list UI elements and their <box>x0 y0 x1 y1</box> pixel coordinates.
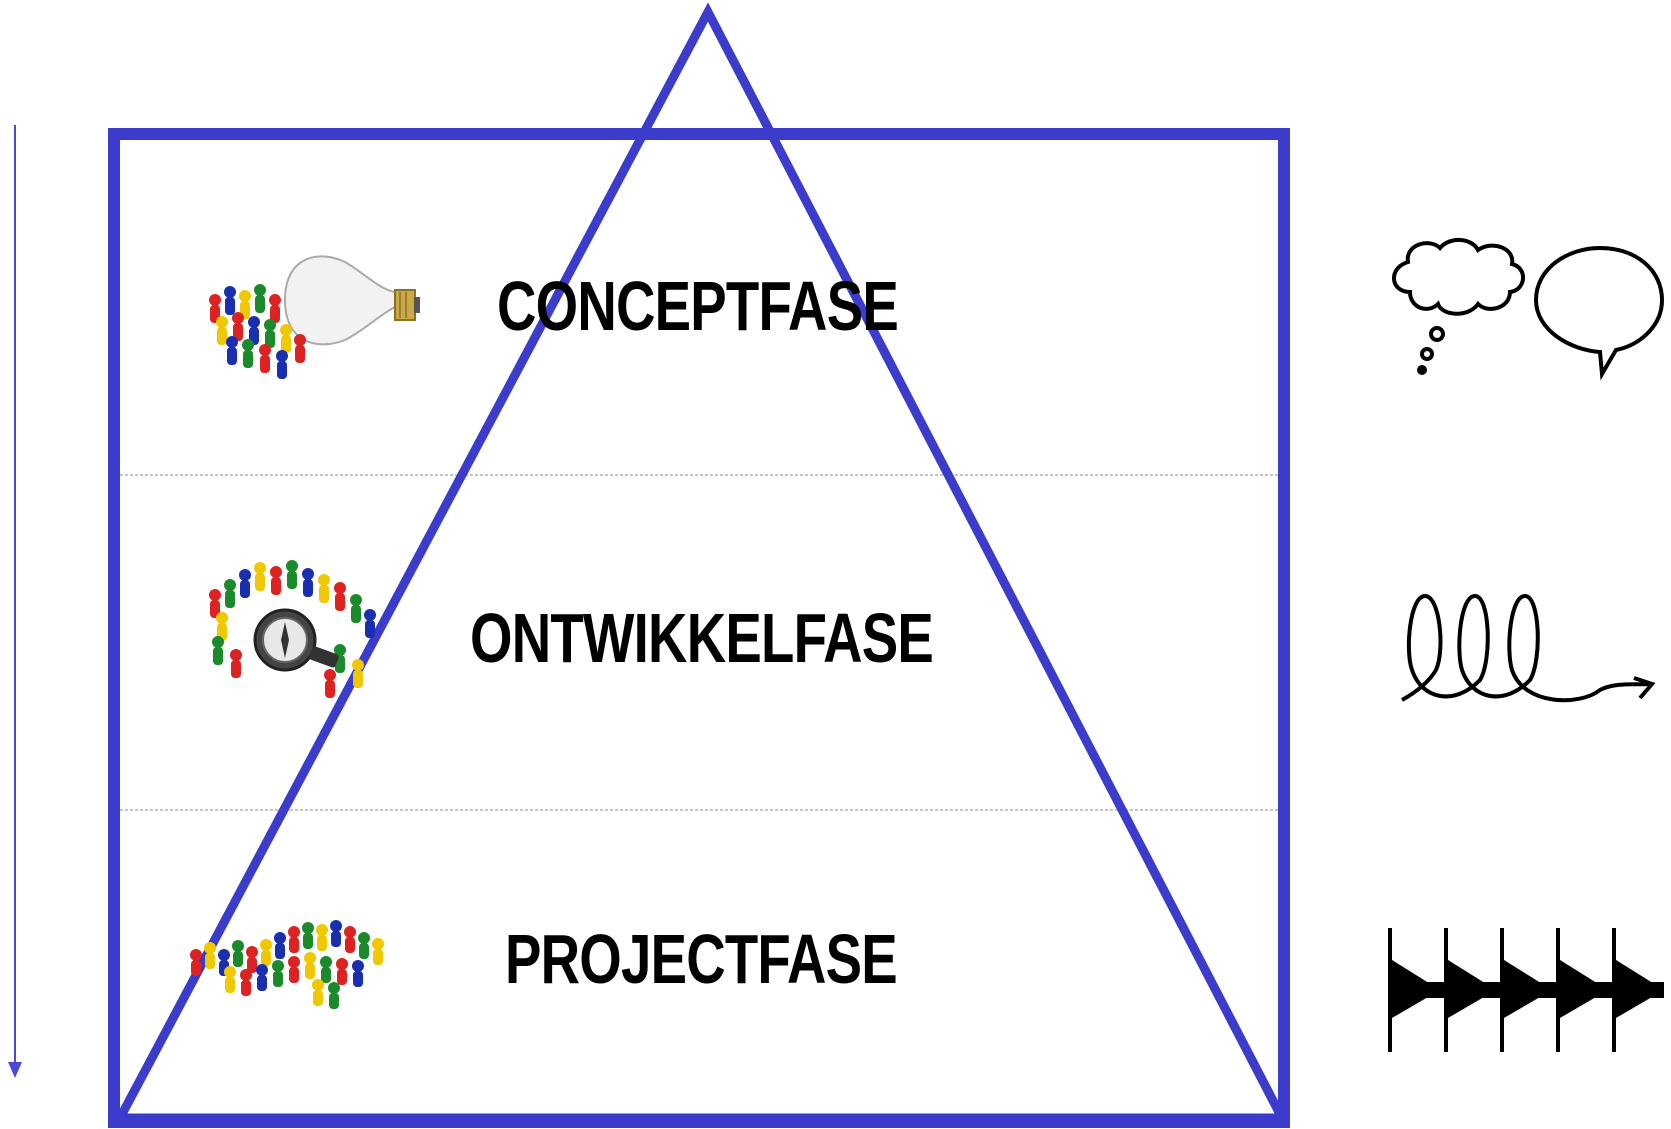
sequential-arrows-icon <box>1390 928 1664 1052</box>
phase-label-ontwikkelfase: ONTWIKKELFASE <box>470 603 933 673</box>
speech-bubble-icon <box>1536 248 1662 374</box>
thought-dot-icon <box>1431 328 1443 340</box>
phase-label-projectfase: PROJECTFASE <box>505 924 897 994</box>
thought-and-speech-bubble-icons <box>1394 240 1662 374</box>
thought-dot-icon <box>1419 367 1425 373</box>
spiral-loop-arrow-icon <box>1402 596 1652 700</box>
time-direction-arrow <box>8 125 22 1078</box>
thought-dot-icon <box>1422 349 1432 359</box>
phase-label-conceptfase: CONCEPTFASE <box>497 271 898 341</box>
thought-bubble-icon <box>1394 240 1523 314</box>
pawns-lightbulb-illustration <box>202 238 420 396</box>
